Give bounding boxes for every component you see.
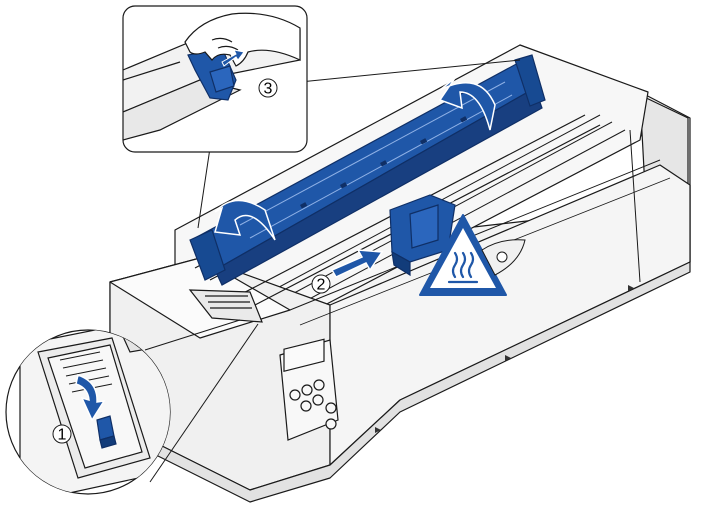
- panel-button: [301, 384, 313, 396]
- hand-icon: [184, 12, 301, 67]
- step-3-number: 3: [264, 81, 273, 98]
- panel-button: [325, 418, 337, 430]
- panel-button: [313, 379, 325, 391]
- housing-marks: [375, 285, 634, 433]
- panel-button: [325, 402, 337, 414]
- arrow-icon: [330, 249, 384, 278]
- print-head: [389, 194, 456, 277]
- panel-button: [312, 394, 324, 406]
- step-2-number: 2: [317, 277, 326, 294]
- hot-surface-warning-icon: [419, 214, 507, 296]
- side-badge: [481, 239, 526, 276]
- step-2-marker: 2: [311, 274, 331, 294]
- callout-lines: [144, 59, 521, 483]
- step-1-number: 1: [58, 427, 67, 444]
- arrow-icon: [438, 77, 496, 131]
- display-window: [283, 338, 325, 372]
- panel-button: [289, 389, 301, 401]
- inset-step-3: 3: [122, 5, 308, 153]
- panel-button: [300, 400, 312, 412]
- control-panel: [279, 338, 339, 441]
- paper-lever: [188, 289, 263, 323]
- inset-step-1: 1: [5, 329, 171, 495]
- ribbon-cassette: [189, 54, 546, 286]
- arrow-icon: [75, 374, 106, 422]
- arrow-icon: [214, 199, 276, 241]
